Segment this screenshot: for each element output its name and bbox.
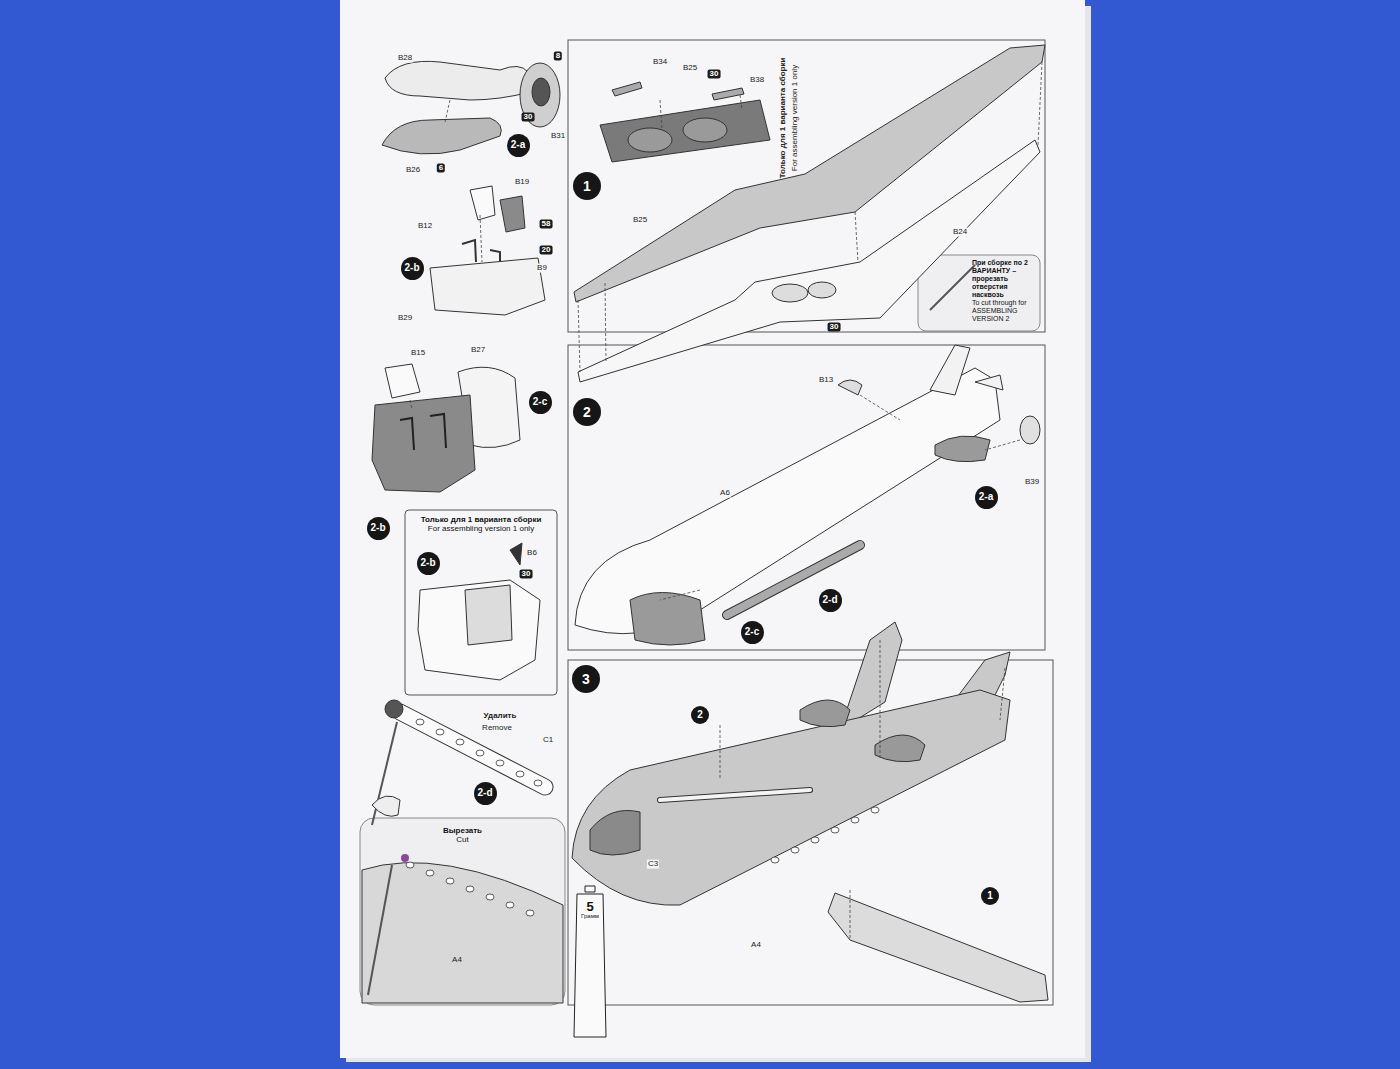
part-label: B38	[749, 76, 765, 85]
paint-code: 8	[554, 52, 562, 61]
part-label: A4	[451, 956, 463, 965]
node-text: 2-c	[745, 627, 759, 637]
node-text: Только для 1 варианта сборки	[409, 515, 553, 524]
part-label: B13	[818, 376, 834, 385]
subassembly-callout: 2-d	[474, 782, 497, 805]
node-text: 5	[573, 900, 607, 913]
paint-code: 30	[522, 113, 535, 122]
step-number: 1	[573, 172, 601, 200]
step-number: 3	[572, 665, 600, 693]
note-text: Только для 1 варианта сборки	[779, 57, 788, 180]
subassembly-callout: 2-c	[529, 391, 552, 414]
step-number: 2	[573, 398, 601, 426]
part-label: B39	[1024, 478, 1040, 487]
paint-code: 30	[520, 570, 533, 579]
node-text: 1	[987, 891, 993, 901]
node-text: 2	[583, 405, 591, 419]
node-text: 1	[583, 179, 591, 193]
part-label: C1	[542, 736, 554, 745]
node-text: 2-b	[405, 263, 420, 273]
node-text: Вырезать	[364, 826, 561, 835]
assembly-callout: 2	[691, 706, 709, 724]
part-label: B26	[405, 166, 421, 175]
cut-through-inset: При сборке по 2 ВАРИАНТУ – прорезать отв…	[918, 255, 1040, 331]
version-inset: Только для 1 варианта сборкиFor assembli…	[405, 510, 557, 695]
subassembly-callout: 2-b	[367, 517, 390, 540]
part-label: Remove	[481, 724, 513, 733]
part-label: A6	[719, 489, 731, 498]
subassembly-callout: 2-a	[507, 134, 530, 157]
node-text: 2-a	[511, 140, 525, 150]
note-text: For assembling version 1 only	[791, 64, 800, 172]
part-label: B31	[550, 132, 566, 141]
part-label: B6	[526, 549, 538, 558]
node-text: 2-c	[533, 397, 547, 407]
part-label: B25	[682, 64, 698, 73]
part-label: B25	[632, 216, 648, 225]
paint-code: 30	[708, 70, 721, 79]
node-text: 2-d	[478, 788, 493, 798]
subassembly-callout: 2-d	[819, 589, 842, 612]
node-text: При сборке по 2 ВАРИАНТУ – прорезать отв…	[972, 259, 1036, 299]
part-label: B24	[952, 228, 968, 237]
subassembly-callout: 2-c	[741, 621, 764, 644]
node-text: 2-a	[979, 492, 993, 502]
cut-inset: ВырезатьCut	[360, 818, 565, 1005]
paint-code: 30	[828, 323, 841, 332]
node-text: 3	[582, 672, 590, 686]
paint-code: 6	[437, 164, 445, 173]
part-label: B34	[652, 58, 668, 67]
part-label: B27	[470, 346, 486, 355]
part-label: B12	[417, 222, 433, 231]
part-label: B29	[397, 314, 413, 323]
paper-sheet	[340, 0, 1085, 1058]
node-text: 2	[697, 710, 703, 720]
note-text: Удалить	[483, 712, 518, 721]
node-text: 2-d	[823, 595, 838, 605]
node-text: 2-b	[371, 523, 386, 533]
subassembly-callout: 2-b	[401, 257, 424, 280]
subassembly-callout: 2-a	[975, 486, 998, 509]
paint-code: 58	[540, 220, 553, 229]
part-label: B28	[397, 54, 413, 63]
paint-code: 20	[540, 246, 553, 255]
node-text: For assembling version 1 only	[409, 524, 553, 533]
weight-icon: 5Грамм	[573, 884, 607, 1038]
assembly-callout: 1	[981, 887, 999, 905]
node-text: Грамм	[573, 913, 607, 919]
node-text: 2-b	[421, 558, 436, 568]
part-label: A4	[750, 941, 762, 950]
part-label: B19	[514, 178, 530, 187]
part-label: C3	[647, 860, 659, 869]
part-label: B15	[410, 349, 426, 358]
node-text: Cut	[364, 835, 561, 844]
node-text: To cut through for ASSEMBLING VERSION 2	[972, 299, 1036, 323]
part-label: B9	[536, 264, 548, 273]
subassembly-callout: 2-b	[417, 552, 440, 575]
